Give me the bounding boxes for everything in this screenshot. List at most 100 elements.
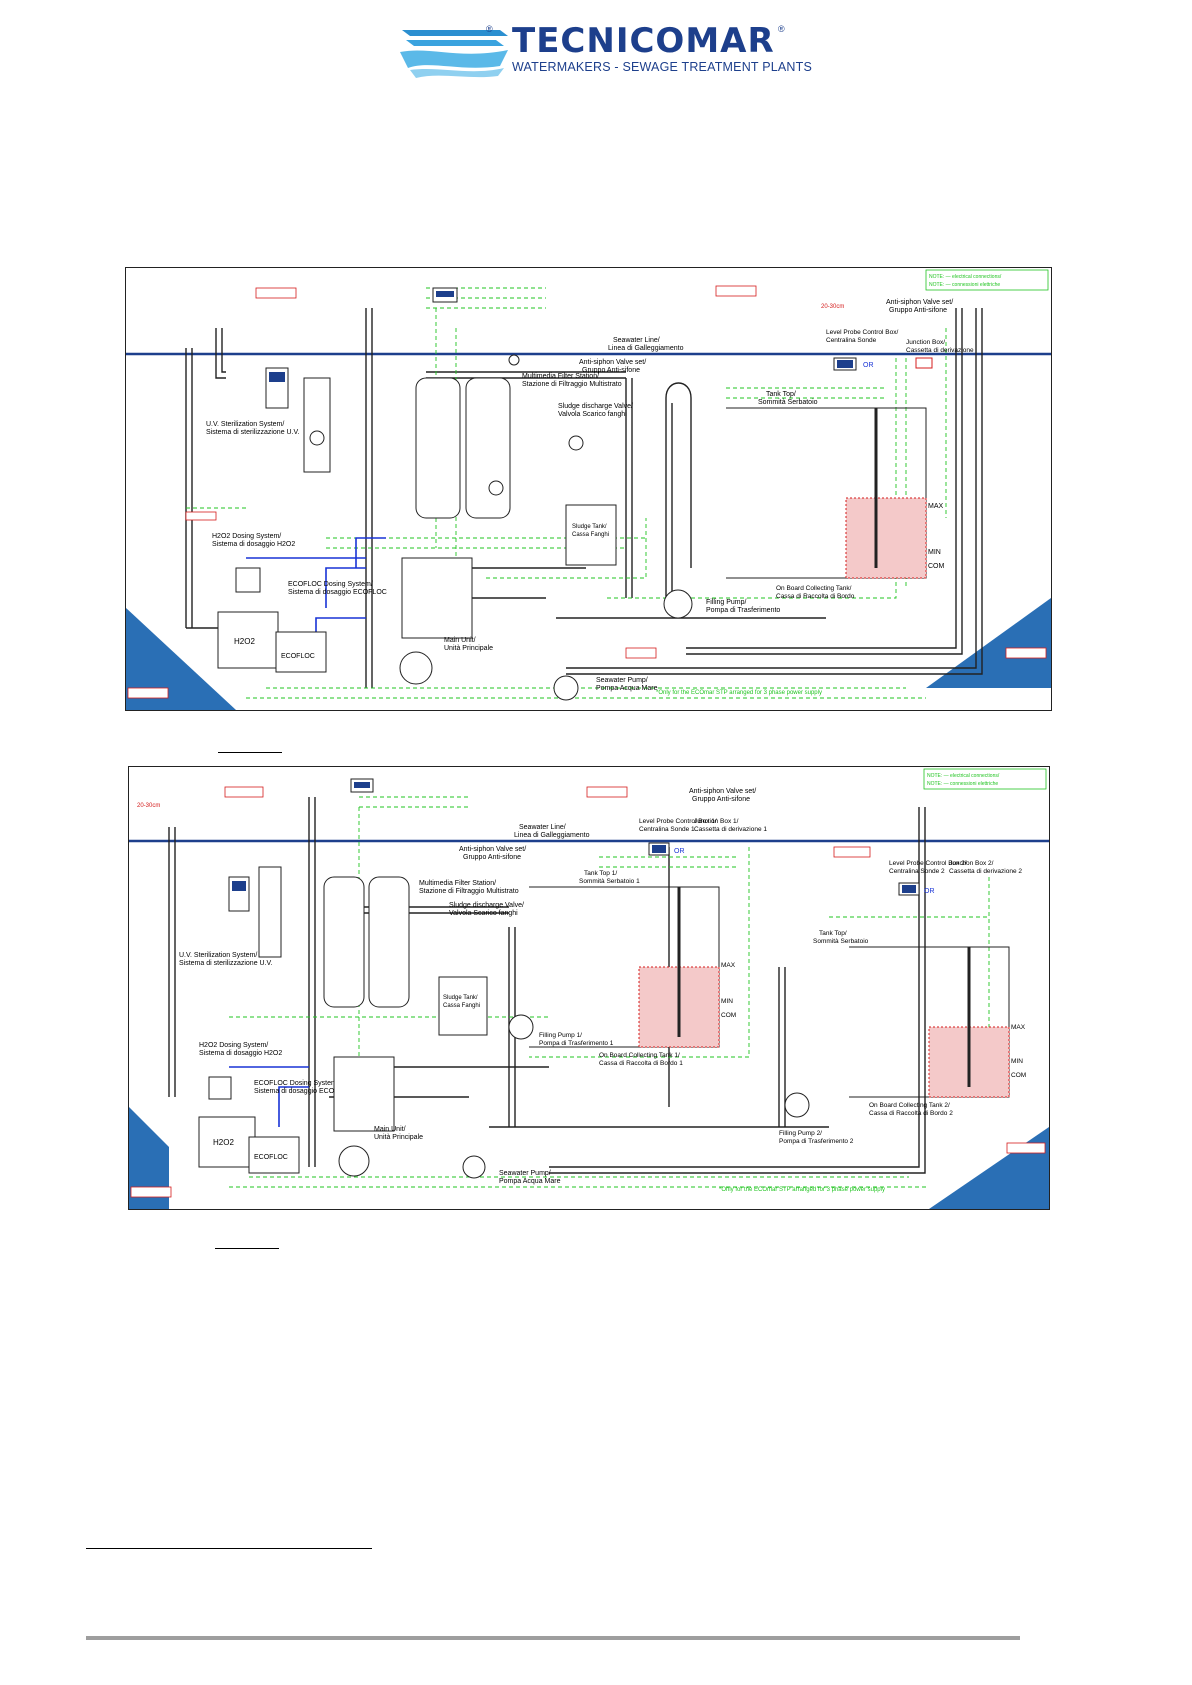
tank-top-label: Tank Top/ (766, 391, 796, 398)
or-label-1: OR (674, 848, 685, 855)
junction-box-1-label: Junction Box 1/ (694, 818, 739, 825)
h2o2-dosing-label-it: Sistema di dosaggio H2O2 (212, 541, 295, 548)
registered-mark-brand: ® (778, 24, 785, 34)
note-connector: NOTE: — connessioni elettriche (927, 781, 998, 787)
com-label: COM (928, 563, 945, 570)
or-label-2: OR (924, 888, 935, 895)
seawater-pump-label-it: Pompa Acqua Mare (596, 685, 658, 692)
ecofloc-dosing-label: ECOFLOC Dosing System/ (254, 1080, 339, 1087)
h2o2-dosing-label: H2O2 Dosing System/ (199, 1042, 268, 1049)
tank-top-label-it: Sommità Serbatoio (758, 399, 818, 406)
uv-filter-cartridge (303, 377, 331, 473)
collecting-tank-1-label: On Board Collecting Tank 1/ (599, 1052, 680, 1059)
collecting-tank-2-label-it: Cassa di Raccolta di Bordo 2 (869, 1110, 953, 1117)
sludge-valve-label: Sludge discharge Valve/ (558, 403, 633, 410)
h2o2-tank-label: H2O2 (234, 637, 255, 646)
com-label-1: COM (721, 1012, 736, 1019)
collecting-tank-2-label: On Board Collecting Tank 2/ (869, 1102, 950, 1109)
remote-control-display (436, 291, 454, 297)
or-label: OR (863, 362, 874, 369)
connector-tag (255, 287, 297, 299)
connector-tag (224, 786, 264, 798)
anti-siphon-label-right-it: Gruppo Anti-sifone (692, 796, 750, 803)
anti-siphon-label-right: Anti-siphon Valve set/ (886, 299, 953, 306)
sludge-valve-label: Sludge discharge Valve/ (449, 902, 524, 909)
main-unit-label: Main Unit/ (444, 637, 476, 644)
main-unit-motor (399, 651, 433, 685)
seawater-line-label-it: Linea di Galleggiamento (514, 832, 590, 839)
sea-right-corner (929, 1127, 1049, 1209)
multimedia-filter-2 (368, 876, 410, 1008)
max-label: MAX (928, 503, 944, 510)
diagram2-svg: Seawater Line/ Linea di Galleggiamento N… (129, 768, 1049, 1209)
connector-tag (127, 687, 169, 699)
remote-control-display (354, 782, 370, 788)
sludge-valve-callout (568, 435, 584, 451)
tank-top-1-label: Tank Top 1/ (584, 870, 617, 877)
multimedia-filter-label: Multimedia Filter Station/ (419, 880, 496, 887)
tecnicomar-logo: ® TECNICOMAR ® WATERMAKERS - SEWAGE TREA… (400, 22, 812, 78)
filling-pump-1-label: Filling Pump 1/ (539, 1032, 582, 1039)
collecting-tank-1-label-it: Cassa di Raccolta di Bordo 1 (599, 1060, 683, 1067)
connector-tag (833, 846, 871, 858)
installation-diagram-single-tank: Seawater Line/ Linea di Galleggiamento N… (125, 267, 1052, 711)
filling-pump (663, 589, 693, 619)
diagram-footnote: *Only for the ECOmar STP arranged for 3 … (656, 690, 822, 696)
ecofloc-tank-label: ECOFLOC (254, 1154, 288, 1161)
anti-siphon-label-it: Gruppo Anti-sifone (463, 854, 521, 861)
main-unit-label-it: Unità Principale (374, 1134, 423, 1141)
connector-tag (715, 285, 757, 297)
level-probe-2-label-it: Centralina Sonde 2 (889, 868, 945, 875)
level-probe-1-display (652, 845, 666, 853)
multimedia-filter-1 (415, 377, 461, 519)
tank-top-2-label: Tank Top/ (819, 930, 847, 937)
junction-box-label-it: Cassetta di derivazione (906, 347, 974, 354)
sea-right-corner (926, 598, 1051, 688)
note-electrical: NOTE: — electrical connections/ (929, 274, 1002, 280)
tank-top-2-label-it: Sommità Serbatoio (813, 938, 869, 945)
pressure-gauge (508, 354, 520, 366)
collecting-tank-label: On Board Collecting Tank/ (776, 585, 852, 592)
ecofloc-tank-label: ECOFLOC (281, 653, 315, 660)
ecofloc-tank (248, 1136, 300, 1174)
distance-label: 20-30cm (821, 304, 844, 310)
seawater-line-label: Seawater Line/ (519, 824, 566, 831)
sludge-tank-label-it: Cassa Fanghi (572, 532, 609, 538)
connector-tag (1005, 647, 1047, 659)
h2o2-tank (217, 611, 279, 669)
wave-logo-icon (400, 30, 508, 78)
connector-tag (625, 647, 657, 659)
min-label: MIN (928, 549, 941, 556)
junction-box-2-label: Junction Box 2/ (949, 860, 994, 867)
sludge-tank (438, 976, 488, 1036)
ecofloc-dosing-label-it: Sistema di dosaggio ECOFLOC (254, 1088, 353, 1095)
junction-box-2-label-it: Cassetta di derivazione 2 (949, 868, 1022, 875)
level-probe-2-label: Level Probe Control Box 2/ (889, 860, 967, 867)
sea-left-corner (129, 1107, 169, 1209)
sea-left-corner (126, 608, 236, 710)
main-unit-motor (338, 1145, 370, 1177)
seawater-pump-label: Seawater Pump/ (596, 677, 648, 684)
collecting-tank-outline (726, 407, 927, 579)
level-probe-1-label: Level Probe Control Box 1/ (639, 818, 717, 825)
sludge-tank-label: Sludge Tank/ (572, 524, 607, 530)
multimedia-filter-label: Multimedia Filter Station/ (522, 373, 599, 380)
max-label-2: MAX (1011, 1024, 1026, 1031)
main-unit-label-it: Unità Principale (444, 645, 493, 652)
brand-tagline: WATERMAKERS - SEWAGE TREATMENT PLANTS (512, 60, 813, 74)
junction-box-1-label-it: Cassetta di derivazione 1 (694, 826, 767, 833)
note-connector: NOTE: — connessioni elettriche (929, 282, 1000, 288)
note-box (925, 269, 1049, 291)
filling-pump-2-label: Filling Pump 2/ (779, 1130, 822, 1137)
main-unit (333, 1056, 395, 1132)
multimedia-filter-2 (465, 377, 511, 519)
seawater-line-label-it: Linea di Galleggiamento (608, 345, 684, 352)
seawater-pump (462, 1155, 486, 1179)
uv-controller-display (232, 881, 246, 891)
multimedia-filter-label-it: Stazione di Filtraggio Multistrato (419, 888, 519, 895)
filling-pump-1 (508, 1014, 534, 1040)
sludge-tank-label-it: Cassa Fanghi (443, 1003, 480, 1009)
h2o2-dosing-label-it: Sistema di dosaggio H2O2 (199, 1050, 282, 1057)
diagram1-svg: Seawater Line/ Linea di Galleggiamento N… (126, 269, 1051, 710)
seawater-pump-label-it: Pompa Acqua Mare (499, 1178, 561, 1185)
